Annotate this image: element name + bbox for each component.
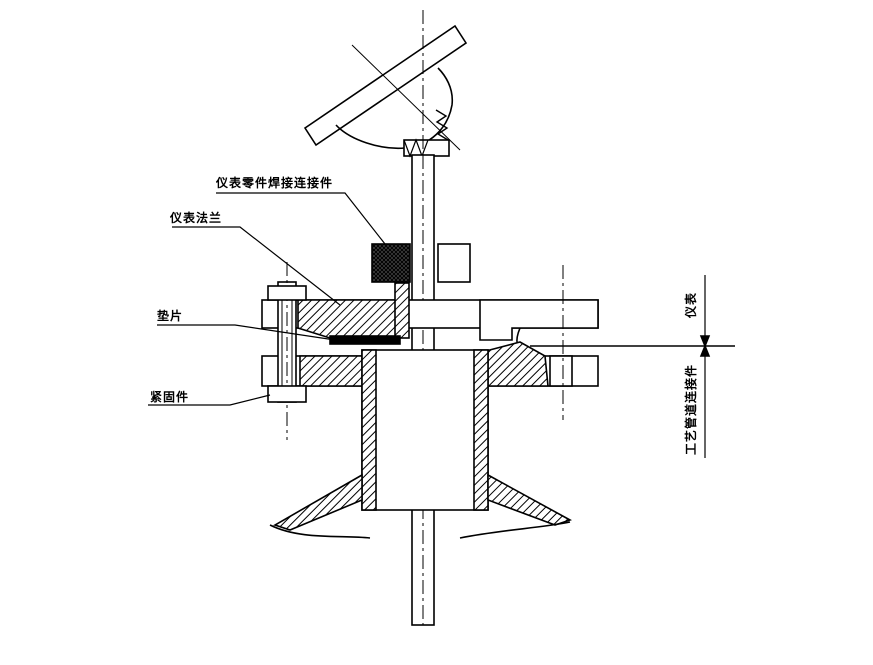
vessel-wall-left <box>273 473 363 531</box>
gasket <box>329 335 401 345</box>
vessel-wall-right <box>487 473 572 526</box>
label-gasket: 垫片 <box>157 309 184 323</box>
label-instrument: 仪表 <box>684 291 698 318</box>
label-process-connection: 工艺管道连接件 <box>684 363 698 455</box>
welded-fitting <box>371 243 411 283</box>
leader-fitting <box>216 192 386 245</box>
leader-gasket <box>157 324 336 341</box>
gauge-body <box>335 67 454 150</box>
label-instrument-flange: 仪表法兰 <box>170 211 223 225</box>
gauge-dial <box>303 24 468 147</box>
label-fitting: 仪表零件焊接连接件 <box>216 176 334 190</box>
leader-fastener <box>148 394 271 406</box>
nut-bottom <box>267 385 307 403</box>
leader-flange <box>172 226 341 306</box>
nut-top <box>267 285 307 301</box>
label-fastener: 紧固件 <box>150 390 190 404</box>
process-pipe <box>361 349 489 511</box>
flange-right-tab <box>479 299 599 341</box>
